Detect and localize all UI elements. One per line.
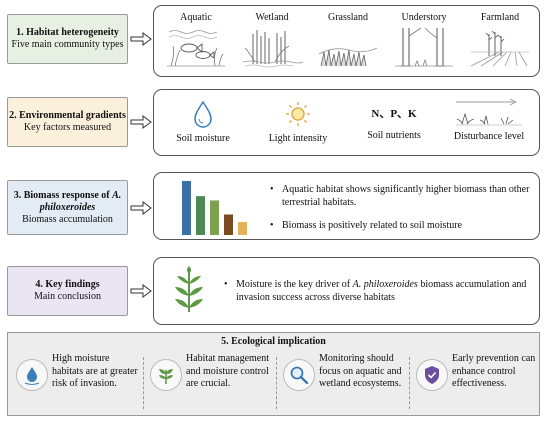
habitat-farmland: Farmland — [460, 12, 540, 68]
species-name: A. philoxeroides — [39, 189, 122, 213]
habitat-grassland: Grassland — [308, 12, 388, 68]
step-4-subtitle: Main conclusion — [34, 291, 101, 302]
species-name: A. philoxeroides — [352, 279, 418, 290]
biomass-bar-chart — [182, 181, 247, 235]
disturbance-arrow-icon — [456, 98, 522, 126]
water-drop-icon — [194, 100, 212, 128]
implication-text: Monitoring should focus on aquatic and w… — [319, 353, 402, 389]
bullet-icon: • — [224, 279, 228, 290]
shield-check-icon — [425, 366, 439, 384]
gradient-label: Light intensity — [268, 133, 328, 144]
gradient-light-intensity: Light intensity — [258, 100, 338, 144]
divider — [143, 357, 144, 409]
step-3-title: 3. Biomass response of A. philoxeroides — [8, 190, 127, 214]
arrow-right-icon — [130, 115, 152, 129]
gradient-label: Disturbance level — [453, 131, 525, 142]
icon-badge — [283, 359, 315, 391]
step-2-box: 2. Environmental gradients Key factors m… — [7, 97, 128, 147]
biomass-bar — [238, 222, 247, 235]
biomass-bar — [224, 214, 233, 235]
icon-badge — [416, 359, 448, 391]
crops-icon — [470, 30, 529, 67]
implication-text: Early prevention can enhance control eff… — [452, 353, 536, 389]
nutrients-symbol: N、P、K — [371, 108, 417, 120]
icon-badge — [16, 359, 48, 391]
habitat-label: Grassland — [328, 12, 368, 23]
biomass-point-1: • Aquatic habitat shows significantly hi… — [270, 183, 532, 209]
habitat-aquatic: Aquatic — [156, 12, 236, 68]
gradient-label: Soil nutrients — [367, 130, 421, 141]
habitat-label: Aquatic — [180, 12, 212, 23]
gradient-label: Soil moisture — [176, 133, 230, 144]
step-2-title: 2. Environmental gradients — [9, 110, 126, 121]
biomass-bar — [196, 196, 205, 235]
implication-title: 5. Ecological implication — [221, 336, 326, 347]
habitat-label: Understory — [401, 12, 447, 23]
biomass-point-2: • Biomass is positively related to soil … — [270, 219, 532, 232]
icon-badge — [150, 359, 182, 391]
trees-icon — [395, 27, 453, 67]
implication-item-2: Habitat management and moisture control … — [146, 353, 274, 413]
step-2-subtitle: Key factors measured — [23, 122, 112, 133]
biomass-point-text: Aquatic habitat shows significantly high… — [282, 184, 530, 208]
implication-item-3: Monitoring should focus on aquatic and w… — [279, 353, 407, 413]
implication-item-1: High moisture habitats are at greater ri… — [12, 353, 140, 413]
findings-panel: • Moisture is the key driver of A. philo… — [153, 257, 540, 325]
step-4-title: 4. Key findings — [35, 279, 100, 290]
step-1-title: 1. Habitat heterogeneity — [16, 27, 119, 38]
step-3-title-text: 3. Biomass response of — [13, 189, 113, 201]
step-3-subtitle: Biomass accumulation — [22, 213, 113, 225]
step-1-subtitle: Five main community types — [11, 39, 124, 50]
gradient-soil-moisture: Soil moisture — [168, 100, 238, 144]
reeds-icon — [242, 30, 303, 68]
habitat-wetland: Wetland — [232, 12, 312, 68]
arrow-right-icon — [130, 32, 152, 46]
biomass-bar — [210, 200, 219, 235]
finding-point: • Moisture is the key driver of A. philo… — [224, 278, 534, 304]
divider — [409, 357, 410, 409]
biomass-panel: • Aquatic habitat shows significantly hi… — [153, 172, 540, 240]
bullet-icon: • — [270, 220, 274, 231]
finding-text-pre: Moisture is the key driver of — [236, 279, 353, 290]
habitats-panel: Aquatic Wetland Grassland Understory — [153, 5, 540, 77]
step-3-box: 3. Biomass response of A. philoxeroides … — [7, 180, 128, 235]
implication-text: High moisture habitats are at greater ri… — [52, 353, 138, 389]
water-drop-icon — [24, 367, 40, 385]
finding-text-post: biomass accumulation and invasion succes… — [236, 279, 527, 303]
implication-panel: 5. Ecological implication High moisture … — [7, 332, 540, 416]
plant-icon — [175, 266, 203, 312]
biomass-point-text: Biomass is positively related to soil mo… — [282, 220, 462, 231]
fish-water-icon — [167, 30, 225, 67]
divider — [276, 357, 277, 409]
habitat-label: Farmland — [480, 12, 520, 23]
plant-icon — [159, 369, 173, 384]
magnifier-icon — [290, 366, 309, 385]
gradient-soil-nutrients: N、P、K Soil nutrients — [354, 104, 434, 141]
implication-text: Habitat management and moisture control … — [186, 353, 270, 389]
grass-icon — [318, 47, 378, 67]
habitat-understory: Understory — [384, 12, 464, 68]
arrow-right-icon — [130, 284, 152, 298]
biomass-bar — [182, 181, 191, 235]
bullet-icon: • — [270, 184, 274, 195]
implication-item-4: Early prevention can enhance control eff… — [412, 353, 540, 413]
gradient-disturbance-level: Disturbance level — [444, 98, 534, 142]
habitat-label: Wetland — [255, 12, 289, 23]
arrow-right-icon — [130, 201, 152, 215]
step-1-box: 1. Habitat heterogeneity Five main commu… — [7, 14, 128, 64]
gradients-panel: Soil moisture Light intensity N、P、K Soil… — [153, 89, 540, 156]
sun-icon — [286, 102, 310, 126]
step-4-box: 4. Key findings Main conclusion — [7, 266, 128, 316]
